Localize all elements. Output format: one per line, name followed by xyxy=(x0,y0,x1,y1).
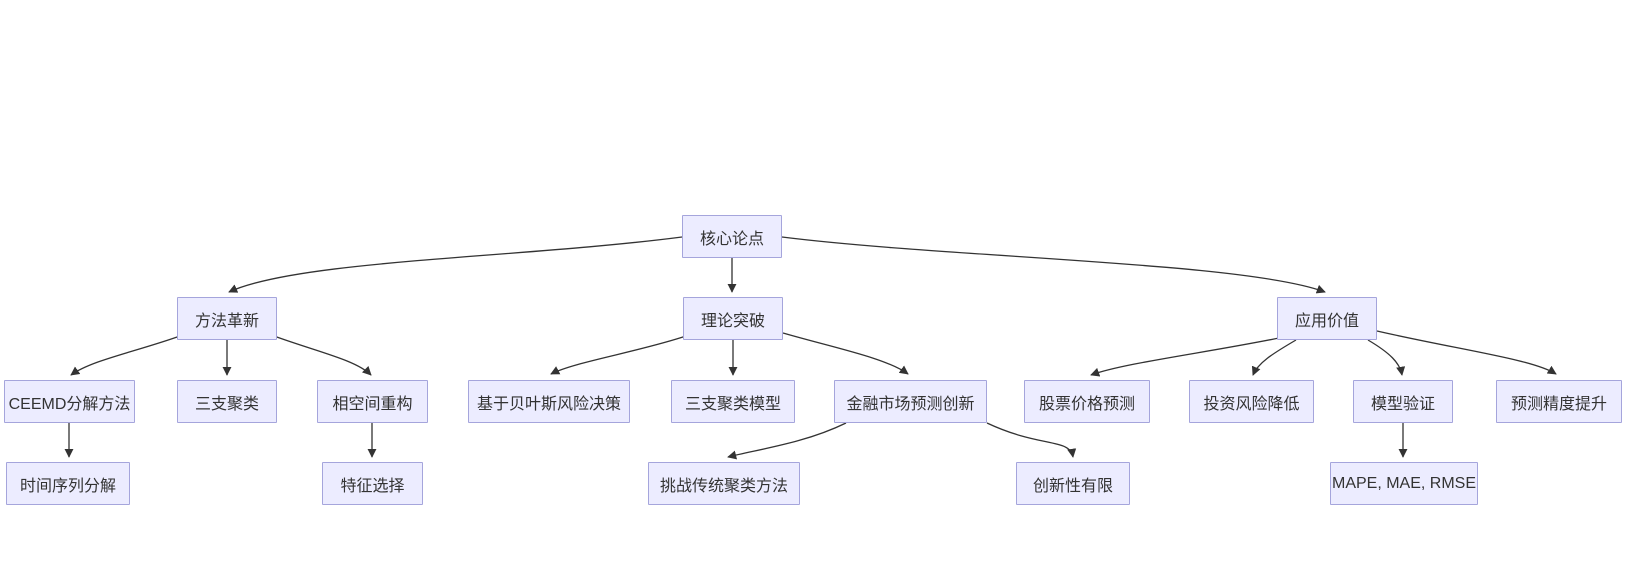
node-investment-risk-reduction: 投资风险降低 xyxy=(1189,380,1314,423)
edge-finance-challenge xyxy=(727,422,847,460)
node-model-validation: 模型验证 xyxy=(1353,380,1453,423)
edge-theory-bayes xyxy=(550,335,687,375)
node-feature-selection: 特征选择 xyxy=(322,462,423,505)
node-label: 预测精度提升 xyxy=(1510,395,1607,413)
edge-core-method xyxy=(228,236,683,293)
node-limited-novelty: 创新性有限 xyxy=(1016,462,1130,505)
node-core-thesis: 核心论点 xyxy=(682,215,782,258)
edge-application-stock xyxy=(1090,337,1280,377)
node-label: 三支聚类 xyxy=(194,395,259,413)
node-label: 创新性有限 xyxy=(1032,477,1113,495)
node-label: 股票价格预测 xyxy=(1038,395,1135,413)
node-three-way-clustering: 三支聚类 xyxy=(177,380,277,423)
node-label: CEEMD分解方法 xyxy=(8,395,131,413)
node-challenge-traditional-clustering: 挑战传统聚类方法 xyxy=(648,462,800,505)
edge-application-risk xyxy=(1251,339,1297,376)
node-error-metrics: MAPE, MAE, RMSE xyxy=(1330,462,1478,505)
node-application-value: 应用价值 xyxy=(1277,297,1377,340)
edge-application-validation xyxy=(1367,339,1406,376)
node-forecast-accuracy-improvement: 预测精度提升 xyxy=(1496,380,1622,423)
edge-theory-finance xyxy=(782,332,909,375)
node-method-innovation: 方法革新 xyxy=(177,297,277,340)
node-ceemd-decomposition: CEEMD分解方法 xyxy=(4,380,135,423)
node-label: MAPE, MAE, RMSE xyxy=(1331,474,1477,492)
node-label: 挑战传统聚类方法 xyxy=(659,477,788,495)
node-stock-price-prediction: 股票价格预测 xyxy=(1024,380,1150,423)
edge-method-ceemd xyxy=(70,335,181,376)
node-time-series-decomposition: 时间序列分解 xyxy=(6,462,130,505)
node-bayesian-risk-decision: 基于贝叶斯风险决策 xyxy=(468,380,630,423)
node-financial-market-forecast-innovation: 金融市场预测创新 xyxy=(834,380,987,423)
node-label: 理论突破 xyxy=(700,312,765,330)
node-label: 三支聚类模型 xyxy=(684,395,781,413)
node-label: 方法革新 xyxy=(194,312,259,330)
node-label: 核心论点 xyxy=(699,230,764,248)
edge-finance-limited xyxy=(986,422,1077,458)
edge-core-application xyxy=(781,236,1326,294)
edge-application-accuracy xyxy=(1376,330,1557,375)
edge-method-phasespace xyxy=(273,335,372,376)
node-label: 相空间重构 xyxy=(332,395,413,413)
node-label: 基于贝叶斯风险决策 xyxy=(476,395,621,413)
node-label: 投资风险降低 xyxy=(1203,395,1300,413)
node-theory-breakthrough: 理论突破 xyxy=(683,297,783,340)
node-label: 应用价值 xyxy=(1294,312,1359,330)
node-label: 特征选择 xyxy=(340,477,405,495)
node-phase-space-reconstruction: 相空间重构 xyxy=(317,380,428,423)
node-label: 金融市场预测创新 xyxy=(846,395,975,413)
node-label: 模型验证 xyxy=(1370,395,1435,413)
node-label: 时间序列分解 xyxy=(19,477,116,495)
node-three-way-clustering-model: 三支聚类模型 xyxy=(671,380,795,423)
